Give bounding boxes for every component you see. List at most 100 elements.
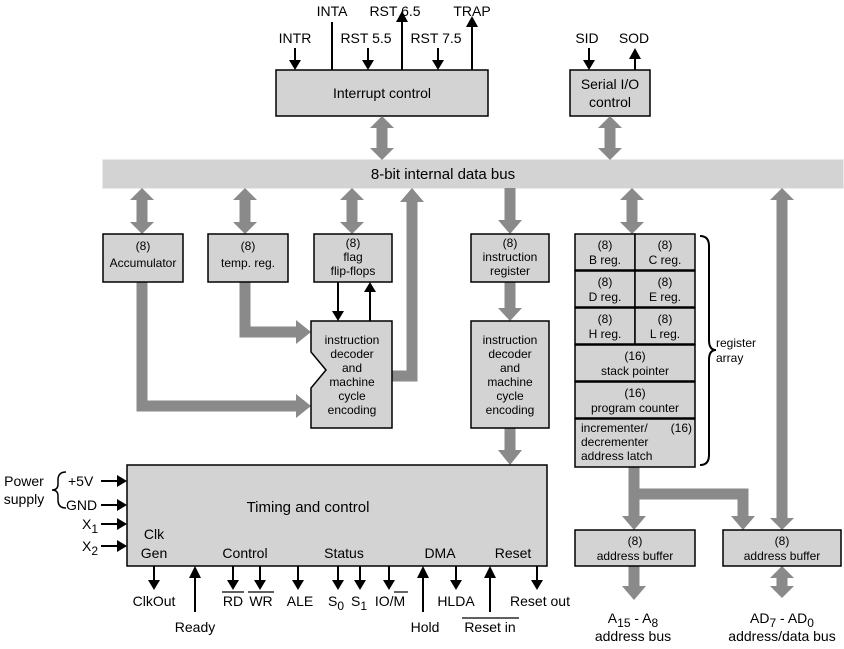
power-label: Power	[4, 473, 44, 489]
flag-label-2: flip-flops	[331, 264, 376, 278]
buffer-high-width: (8)	[628, 534, 643, 548]
wide-bus-paths	[130, 116, 794, 600]
temp-reg-block	[207, 233, 289, 283]
sp-label: stack pointer	[601, 364, 669, 378]
timing-control-block	[126, 464, 548, 567]
register-array-label: register	[716, 336, 756, 350]
inc-line-2: decrementer	[581, 435, 648, 449]
inc-line-3: address latch	[581, 449, 652, 463]
b-reg-label: B reg.	[589, 253, 621, 267]
interrupt-control-block	[275, 69, 489, 117]
accumulator-label: Accumulator	[110, 256, 177, 270]
decoder-mid-line-2: decoder	[488, 347, 531, 361]
b-reg-width: (8)	[598, 238, 613, 252]
rst55-label: RST 5.5	[340, 30, 391, 46]
buffer-high-label: address buffer	[597, 549, 674, 563]
c-reg	[634, 233, 696, 271]
internal-data-bus	[102, 159, 844, 189]
stack-pointer	[574, 344, 696, 382]
l-reg-width: (8)	[658, 312, 673, 326]
decoder-mid-line-3: and	[500, 361, 520, 375]
c-reg-label: C reg.	[649, 253, 682, 267]
intr-label: INTR	[279, 30, 312, 46]
flag-flip-flops-block	[313, 233, 393, 283]
rst75-label: RST 7.5	[410, 30, 461, 46]
status-label: Status	[324, 545, 364, 561]
s1-label: S1	[351, 593, 367, 613]
inta-label: INTA	[317, 3, 349, 19]
h-reg-width: (8)	[598, 312, 613, 326]
buffer-low-label: address buffer	[744, 549, 821, 563]
power-brace	[51, 471, 67, 509]
decoder-left-line-6: encoding	[328, 403, 377, 417]
e-reg	[634, 270, 696, 308]
register-array-label-2: array	[716, 351, 743, 365]
s0-label: S0	[328, 593, 344, 613]
sid-label: SID	[575, 30, 598, 46]
rd-label: RD	[223, 593, 243, 609]
flag-decoder-links	[332, 282, 376, 321]
buffer-low-width: (8)	[775, 534, 790, 548]
sod-label: SOD	[619, 30, 649, 46]
instruction-decoder-mid	[470, 320, 550, 429]
pc-width: (16)	[624, 386, 645, 400]
accumulator-block	[102, 233, 184, 283]
serial-io-label: Serial I/O	[581, 76, 639, 92]
instruction-register-width: (8)	[503, 236, 518, 250]
address-buffer-high	[574, 529, 696, 567]
gen-label: Gen	[141, 545, 167, 561]
decoder-left-line-5: cycle	[338, 389, 366, 403]
ready-label: Ready	[175, 619, 215, 635]
interrupt-control-label: Interrupt control	[333, 85, 431, 101]
decoder-mid-line-6: encoding	[486, 403, 535, 417]
x2-label: X2	[82, 538, 98, 558]
gnd-label: GND	[66, 497, 97, 513]
clkout-label: ClkOut	[133, 593, 176, 609]
d-reg	[574, 270, 636, 308]
rst65-label: RST 6.5	[369, 3, 420, 19]
wr-label: WR	[249, 593, 272, 609]
supply-label: supply	[4, 491, 44, 507]
temp-reg-label: temp. reg.	[221, 256, 275, 270]
instruction-register-block	[470, 233, 550, 283]
instruction-register-label-2: register	[490, 264, 530, 278]
reset-label: Reset	[495, 545, 532, 561]
control-label: Control	[222, 545, 267, 561]
vcc-label: +5V	[68, 473, 94, 489]
timing-signals: ClkOut Ready RD WR ALE S0 S1 IO/M Hold H…	[133, 566, 570, 635]
incrementer-decrementer-latch	[574, 418, 696, 468]
pc-label: program counter	[591, 401, 679, 415]
serial-io-label-2: control	[589, 94, 631, 110]
decoder-mid-line-5: cycle	[496, 389, 524, 403]
decoder-left-line-2: decoder	[330, 347, 373, 361]
hold-label: Hold	[411, 619, 440, 635]
address-data-bus-label: address/data bus	[728, 628, 835, 644]
hlda-label: HLDA	[437, 593, 475, 609]
instruction-decoder-left	[310, 320, 393, 429]
reset-out-label: Reset out	[510, 593, 570, 609]
temp-reg-width: (8)	[241, 239, 256, 253]
inc-width: (16)	[671, 421, 692, 435]
data-bus-label: 8-bit internal data bus	[371, 166, 515, 183]
accumulator-width: (8)	[136, 239, 151, 253]
sp-width: (16)	[624, 349, 645, 363]
h-reg-label: H reg.	[589, 327, 622, 341]
decoder-left-line-1: instruction	[325, 333, 380, 347]
decoder-left-line-4: machine	[329, 375, 375, 389]
l-reg-label: L reg.	[650, 327, 680, 341]
address-bus-label: address bus	[595, 628, 671, 644]
d-reg-label: D reg.	[589, 290, 622, 304]
timing-control-label: Timing and control	[247, 499, 370, 516]
serial-io-block	[569, 69, 651, 117]
program-counter	[574, 381, 696, 419]
instruction-register-label: instruction	[483, 250, 538, 264]
dma-label: DMA	[424, 545, 456, 561]
ale-label: ALE	[287, 593, 313, 609]
d-reg-width: (8)	[598, 275, 613, 289]
clk-label: Clk	[144, 526, 165, 542]
l-reg	[634, 307, 696, 345]
register-array-brace	[699, 235, 717, 466]
flag-label: flag	[343, 250, 362, 264]
x1-label: X1	[82, 516, 98, 536]
